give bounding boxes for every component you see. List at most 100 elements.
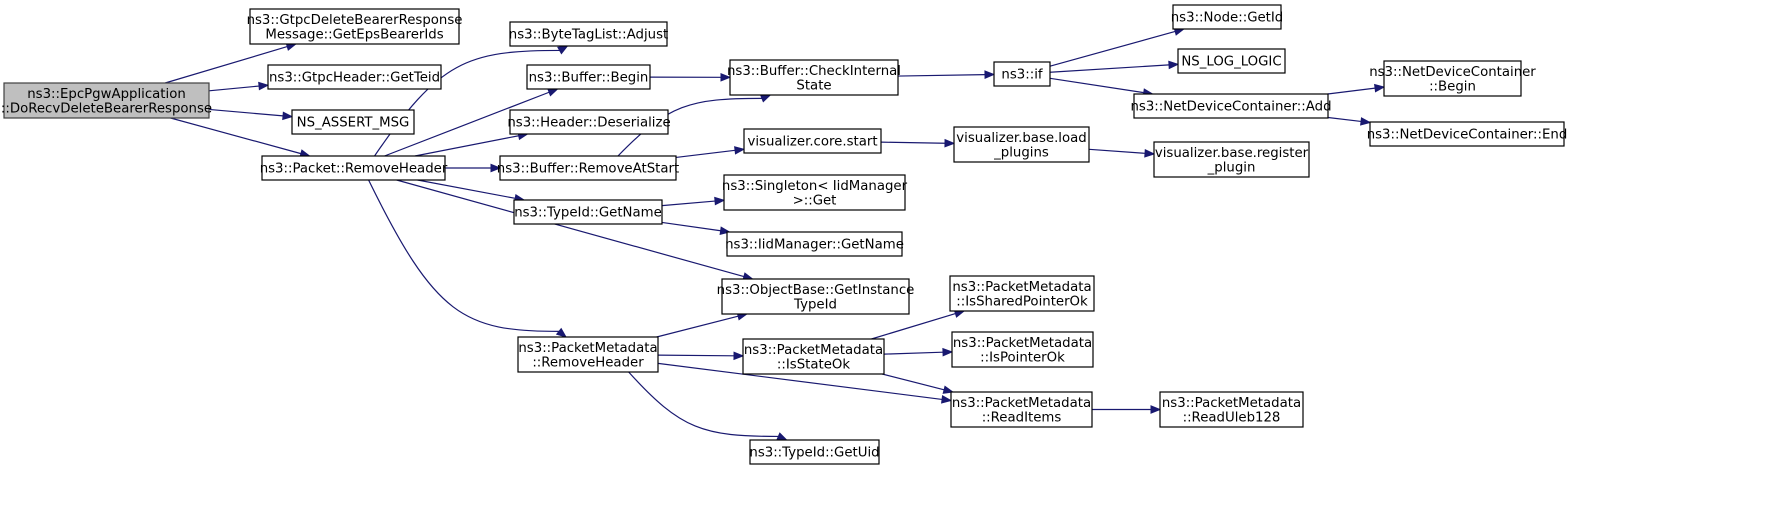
- edge-line: [882, 373, 945, 391]
- edge-arrowhead: [714, 196, 726, 206]
- node-box: [726, 231, 903, 257]
- node-ns3-packetmetadata-issharedpointerok[interactable]: ns3::PacketMetadata::IsSharedPointerOk: [949, 275, 1095, 312]
- node-label-line: State: [796, 78, 831, 93]
- node-visualizer-core-start[interactable]: visualizer.core.start: [743, 128, 882, 154]
- node-ns-log-logic[interactable]: NS_LOG_LOGIC: [1177, 48, 1286, 74]
- edge-line: [675, 149, 736, 159]
- node-ns3-netdevicecontainer-add[interactable]: ns3::NetDeviceContainer::Add: [1130, 93, 1332, 119]
- edge-n18-to-n24: [1049, 60, 1180, 73]
- edge-arrowhead: [944, 138, 956, 148]
- node-box: [723, 174, 906, 211]
- node-label-line: visualizer.base.load: [956, 131, 1086, 146]
- node-ns3-packetmetadata-readitems[interactable]: ns3::PacketMetadata::ReadItems: [950, 391, 1093, 428]
- node-label-line: ns3::PacketMetadata: [518, 341, 657, 356]
- node-box: [3, 82, 210, 119]
- node-label-line: ns3::EpcPgwApplication: [27, 87, 186, 102]
- node-ns3-typeid-getname[interactable]: ns3::TypeId::GetName: [513, 199, 663, 225]
- edge-n10-to-n15: [656, 312, 749, 338]
- node-label-line: ns3::PacketMetadata: [952, 396, 1091, 411]
- node-label-line: ns3::Buffer::CheckInternal: [727, 64, 901, 79]
- node-box: [1133, 93, 1329, 119]
- edge-line: [880, 141, 946, 144]
- node-ns3-singleton-iidmanager-get[interactable]: ns3::Singleton< IidManager>::Get: [722, 174, 908, 211]
- node-ns3-buffer-begin[interactable]: ns3::Buffer::Begin: [526, 64, 651, 90]
- edge-arrowhead: [733, 351, 745, 361]
- edge-line: [897, 74, 986, 77]
- edge-n4-to-n7: [414, 131, 529, 157]
- node-ns3-epcpgwapplication-dorecvdeletebearerresponse[interactable]: ns3::EpcPgwApplication::DoRecvDeleteBear…: [1, 82, 212, 119]
- node-box: [1383, 60, 1522, 97]
- node-label-line: ns3::PacketMetadata: [744, 343, 883, 358]
- edge-n19-to-n26: [1088, 148, 1156, 158]
- node-ns3-packetmetadata-ispointerok[interactable]: ns3::PacketMetadata::IsPointerOk: [951, 331, 1094, 368]
- edge-arrowhead: [776, 432, 788, 441]
- edge-line: [208, 108, 284, 117]
- node-label-line: visualizer.base.register: [1155, 146, 1309, 161]
- node-ns3-node-getid[interactable]: ns3::Node::GetId: [1171, 4, 1284, 30]
- node-visualizer-base-register-plugin[interactable]: visualizer.base.register_plugin: [1153, 141, 1310, 178]
- node-box: [1369, 121, 1565, 147]
- edge-line: [628, 371, 779, 438]
- edge-line: [396, 179, 745, 278]
- edge-line: [617, 97, 762, 157]
- node-ns3-if[interactable]: ns3::if: [993, 61, 1051, 87]
- node-box: [517, 336, 659, 373]
- edge-n6-to-n11: [649, 72, 732, 82]
- node-ns3-packet-removeheader[interactable]: ns3::Packet::RemoveHeader: [260, 155, 448, 181]
- node-label-line: ns3::Singleton< IidManager: [722, 179, 908, 194]
- node-ns3-buffer-removeatstart[interactable]: ns3::Buffer::RemoveAtStart: [497, 155, 679, 181]
- edge-n16-to-n21: [883, 347, 954, 357]
- node-label-line: ns3::ByteTagList::Adjust: [509, 28, 668, 43]
- edge-n10-to-n16: [657, 351, 745, 361]
- node-box: [509, 21, 668, 47]
- edge-arrowhead: [258, 81, 270, 91]
- edge-line: [657, 354, 735, 357]
- node-ns3-packetmetadata-isstateok[interactable]: ns3::PacketMetadata::IsStateOk: [742, 338, 885, 375]
- node-ns3-packetmetadata-removeheader[interactable]: ns3::PacketMetadata::RemoveHeader: [517, 336, 659, 373]
- node-label-line: ns3::NetDeviceContainer::Add: [1130, 100, 1331, 115]
- node-ns3-packetmetadata-readuleb128[interactable]: ns3::PacketMetadata::ReadUleb128: [1159, 391, 1304, 428]
- node-box: [950, 391, 1093, 428]
- edge-line: [1327, 87, 1376, 95]
- node-visualizer-base-load-plugins[interactable]: visualizer.base.load_plugins: [953, 126, 1090, 163]
- node-label-line: NS_LOG_LOGIC: [1181, 55, 1281, 70]
- node-ns3-netdevicecontainer-begin[interactable]: ns3::NetDeviceContainer::Begin: [1369, 60, 1536, 97]
- node-label-line: ns3::Packet::RemoveHeader: [260, 162, 448, 177]
- node-label-line: ns3::NetDeviceContainer: [1369, 65, 1536, 80]
- edge-n0-to-n4: [170, 117, 311, 158]
- edge-n9-to-n14: [661, 221, 731, 235]
- node-ns3-gtpcheader-getteid[interactable]: ns3::GtpcHeader::GetTeid: [267, 64, 442, 90]
- edge-n10-to-n22: [657, 362, 953, 404]
- edge-arrowhead: [282, 111, 294, 121]
- node-ns-assert-msg[interactable]: NS_ASSERT_MSG: [291, 109, 415, 135]
- edge-n18-to-n23: [1049, 27, 1186, 67]
- node-label-line: ::RemoveHeader: [532, 355, 644, 370]
- edge-line: [1049, 64, 1170, 73]
- edge-n25-to-n28: [1327, 83, 1386, 95]
- node-box: [951, 331, 1094, 368]
- node-label-line: ns3::Buffer::Begin: [529, 71, 649, 86]
- node-label-line: ::ReadItems: [982, 410, 1062, 425]
- node-ns3-gtpcdeletebearerresponsemessage-getepsbearerids[interactable]: ns3::GtpcDeleteBearerResponseMessage::Ge…: [247, 8, 463, 45]
- node-label-line: ns3::Buffer::RemoveAtStart: [497, 162, 679, 177]
- edge-n16-to-n22: [882, 373, 955, 394]
- node-box: [993, 61, 1051, 87]
- node-ns3-iidmanager-getname[interactable]: ns3::IidManager::GetName: [725, 231, 904, 257]
- node-ns3-header-deserialize[interactable]: ns3::Header::Deserialize: [507, 109, 671, 135]
- node-label-line: ::Begin: [1429, 79, 1476, 94]
- node-label-line: >::Get: [793, 193, 837, 208]
- edge-arrowhead: [1150, 405, 1162, 414]
- node-ns3-netdevicecontainer-end[interactable]: ns3::NetDeviceContainer::End: [1367, 121, 1568, 147]
- edge-arrowhead: [555, 327, 568, 338]
- edge-arrowhead: [1144, 148, 1156, 158]
- node-ns3-typeid-getuid[interactable]: ns3::TypeId::GetUid: [749, 439, 880, 465]
- node-label-line: ns3::if: [1001, 68, 1042, 83]
- edge-n4-to-n8: [445, 163, 502, 173]
- node-label-line: _plugin: [1207, 160, 1256, 175]
- node-box: [742, 338, 885, 375]
- edge-line: [657, 362, 943, 401]
- node-label-line: ns3::GtpcHeader::GetTeid: [269, 71, 440, 86]
- node-ns3-bytetaglist-adjust[interactable]: ns3::ByteTagList::Adjust: [509, 21, 668, 47]
